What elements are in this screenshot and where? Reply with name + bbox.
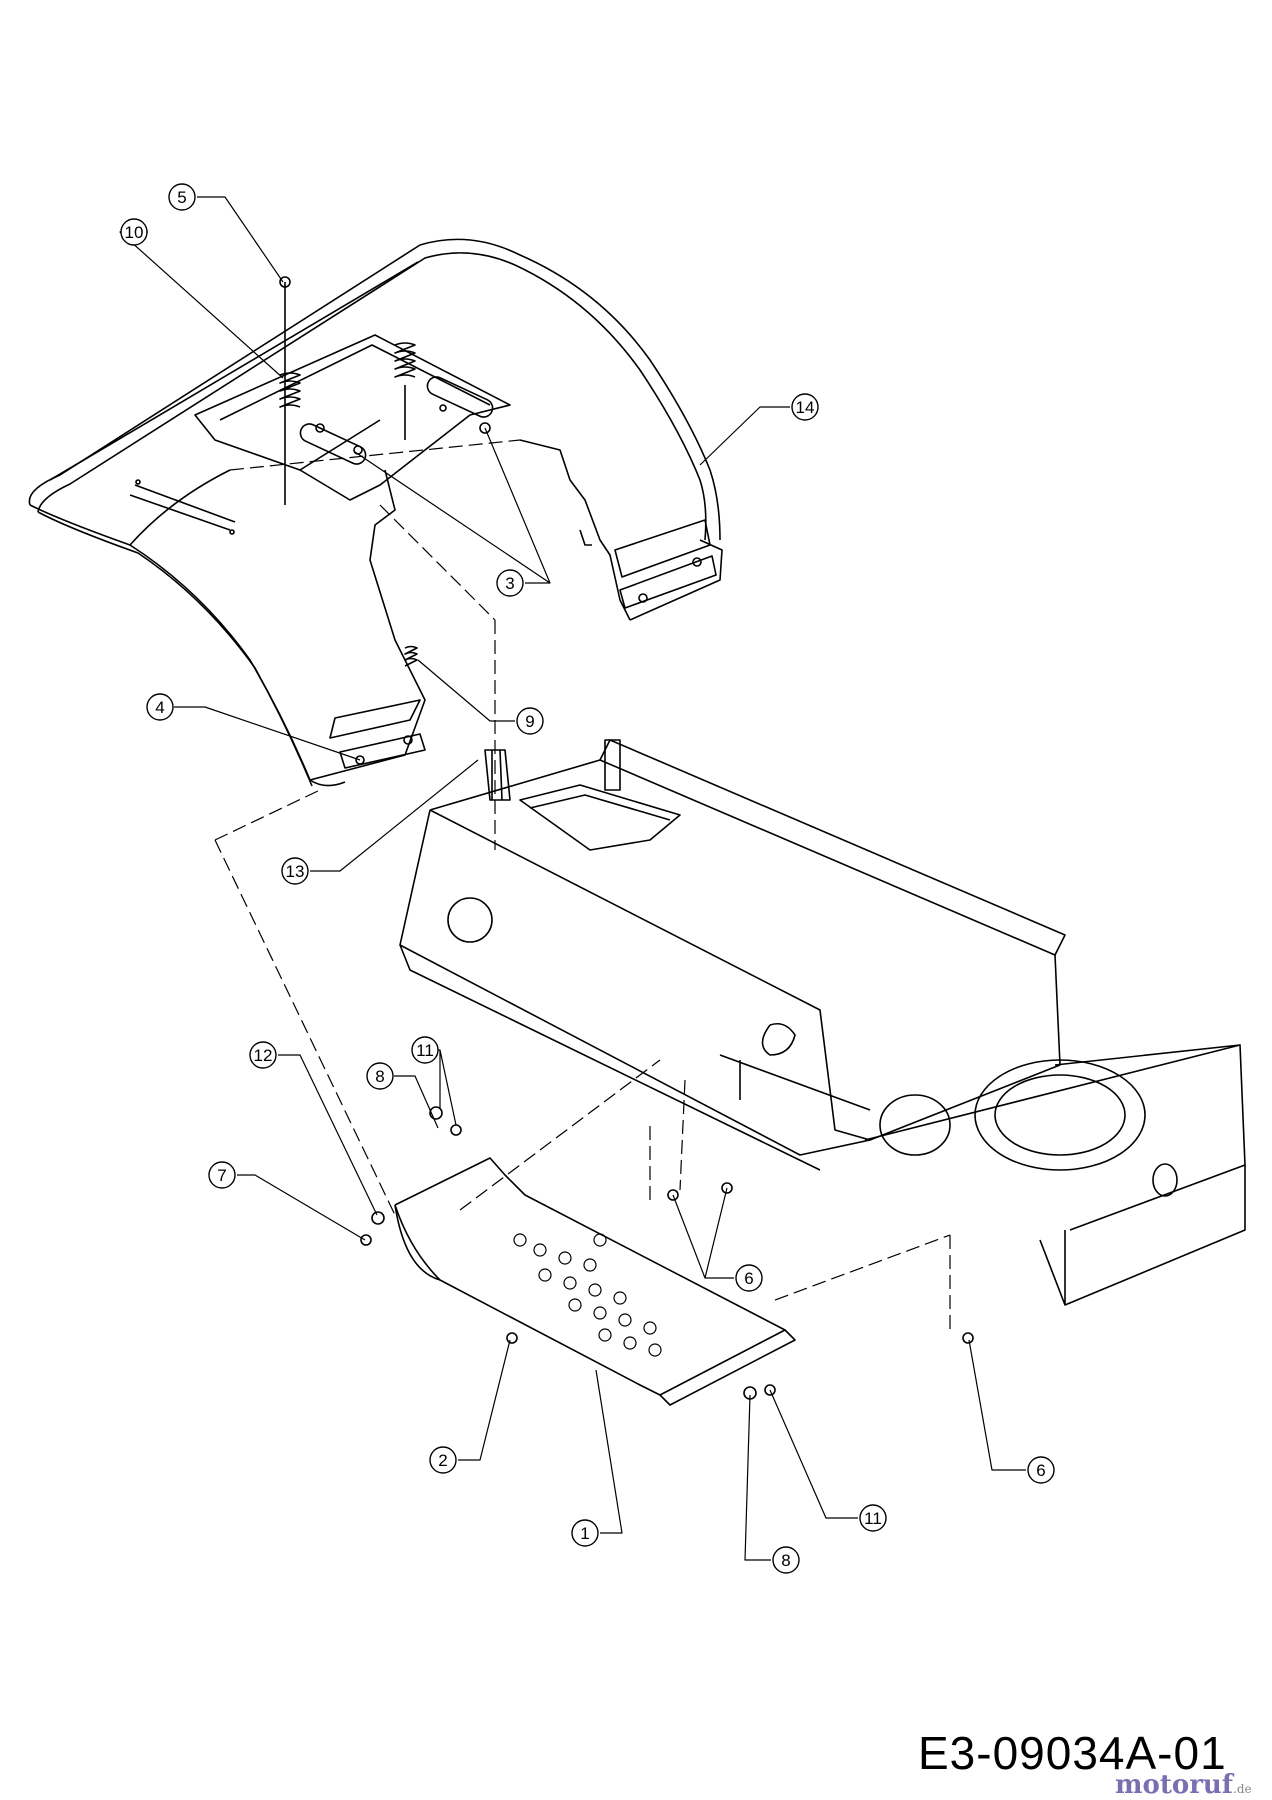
callout-6-center-label: 6 [744,1269,753,1288]
leader-lines [119,196,1026,1561]
callout-7-label: 7 [217,1166,226,1185]
assembly-lines [214,439,951,1330]
callout-5-label: 5 [177,188,186,207]
callout-6-right: 6 [1027,1456,1055,1484]
callout-8-top-label: 8 [375,1067,384,1086]
callout-8-bottom-label: 8 [781,1551,790,1570]
callout-11-bottom: 11 [859,1504,887,1532]
callout-13: 13 [281,857,309,885]
callout-group: 5 10 14 3 9 4 13 11 8 12 7 6 6 2 1 11 8 [120,183,1055,1574]
callout-10: 10 [120,218,148,246]
callout-14: 14 [791,393,819,421]
callout-2-label: 2 [438,1451,447,1470]
watermark-logo: motoruf.de [1115,1770,1252,1800]
callout-3-label: 3 [505,574,514,593]
callout-14-label: 14 [796,398,815,417]
callout-9: 9 [516,707,544,735]
callout-1: 1 [571,1519,599,1547]
callout-2: 2 [429,1446,457,1474]
hardware-drawings [360,1106,974,1400]
callout-12: 12 [249,1041,277,1069]
callout-12-label: 12 [254,1046,273,1065]
callout-8-top: 8 [366,1062,394,1090]
callout-4: 4 [146,693,174,721]
diagram-code: E3-09034A-01 [918,1727,1227,1779]
callout-11-bottom-label: 11 [864,1509,882,1528]
spring-and-bolt-drawings [279,276,511,801]
callout-13-label: 13 [286,862,305,881]
callout-4-label: 4 [155,698,164,717]
callout-8-bottom: 8 [772,1546,800,1574]
callout-11-top: 11 [411,1036,439,1064]
callout-3: 3 [496,569,524,597]
callout-9-label: 9 [525,712,534,731]
watermark-suffix: .de [1233,1782,1252,1796]
callout-10-label: 10 [125,223,144,242]
chassis-frame-drawing [399,739,1246,1306]
callout-5: 5 [168,183,196,211]
callout-6-center: 6 [735,1264,763,1292]
callout-7: 7 [208,1161,236,1189]
footplate-drawing [394,1157,796,1406]
watermark-text: motoruf [1115,1770,1233,1800]
callout-6-right-label: 6 [1036,1461,1045,1480]
callout-1-label: 1 [580,1524,589,1543]
callout-11-top-label: 11 [416,1041,434,1060]
fender-drawing [28,238,723,787]
